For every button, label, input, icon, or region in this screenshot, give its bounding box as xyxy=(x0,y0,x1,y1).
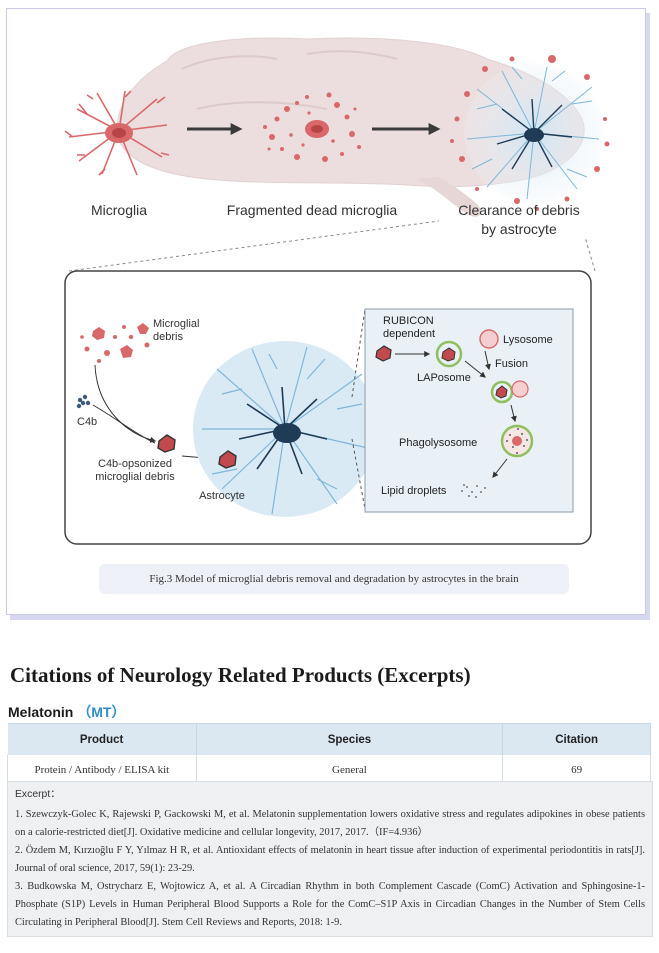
label-clearance-1: Clearance of debris xyxy=(458,202,579,218)
label-microglia: Microglia xyxy=(91,202,147,218)
zoom-line-right xyxy=(584,236,596,272)
fragmented-microglia xyxy=(263,92,361,162)
cell-species: General xyxy=(195,755,504,786)
excerpt-box: Excerpt： 1. Szewczyk-Golec K, Rajewski P… xyxy=(7,781,653,937)
opsonized-debris xyxy=(157,434,176,453)
label-microglial-debris-2: debris xyxy=(153,331,183,343)
label-clearance-2: by astrocyte xyxy=(481,221,557,237)
figure-caption-text: Fig.3 Model of microglial debris removal… xyxy=(149,573,519,585)
to-lipid-arrow xyxy=(492,458,508,478)
label-fragmented: Fragmented dead microglia xyxy=(227,202,398,218)
phagolysosome-icon xyxy=(500,424,534,458)
excerpt-item: 2. Özdem M, Kırzıoğlu F Y, Yılmaz H R, e… xyxy=(15,845,645,874)
label-astrocyte: Astrocyte xyxy=(199,490,245,502)
label-lipid-droplets: Lipid droplets xyxy=(381,485,447,497)
astrocyte-inset xyxy=(193,341,377,517)
label-phagolysosome: Phagolysosome xyxy=(399,437,477,449)
label-c4b: C4b xyxy=(77,416,97,428)
table-header-row: Product Species Citation xyxy=(7,723,651,755)
zoom-line-left xyxy=(68,220,440,272)
lipid-droplets-icon xyxy=(461,484,486,498)
laposome-arrow xyxy=(464,360,486,378)
header-citation: Citation xyxy=(502,723,651,755)
laposome-icon xyxy=(435,340,463,368)
product-heading: Melatonin （MT） xyxy=(8,702,125,722)
excerpt-item: 1. Szewczyk-Golec K, Rajewski P, Gackows… xyxy=(15,809,645,838)
to-phago-arrow xyxy=(510,404,517,423)
detail-debris xyxy=(375,345,392,362)
label-opsonized-1: C4b-opsonized xyxy=(98,458,172,470)
figure-card: Microglia Fragmented dead microglia Clea… xyxy=(6,8,646,615)
section-title: Citations of Neurology Related Products … xyxy=(10,663,471,687)
microglial-debris xyxy=(80,323,150,363)
label-rubicon-2: dependent xyxy=(383,328,435,340)
label-fusion: Fusion xyxy=(495,358,528,370)
astrocyte-top xyxy=(450,55,610,211)
label-laposome: LAPosome xyxy=(417,372,471,384)
product-abbr-close: ） xyxy=(111,704,126,720)
label-rubicon-1: RUBICON xyxy=(383,315,434,327)
product-name: Melatonin xyxy=(8,704,74,720)
figure-caption: Fig.3 Model of microglial debris removal… xyxy=(99,564,569,594)
detail-panel xyxy=(364,308,574,513)
header-product: Product xyxy=(7,723,197,755)
microglia-cell xyxy=(64,90,170,176)
header-species: Species xyxy=(196,723,504,755)
product-abbr-open: （ xyxy=(77,704,92,720)
fusing-vesicle-icon xyxy=(490,380,529,404)
detail-zoom-top xyxy=(351,308,366,398)
label-lysosome: Lysosome xyxy=(503,334,553,346)
excerpt-item: 3. Budkowska M, Ostrycharz E, Wojtowicz … xyxy=(15,881,645,928)
label-microglial-debris-1: Microglial xyxy=(153,318,199,330)
lysosome-icon xyxy=(479,329,499,349)
fusion-arrow xyxy=(484,350,491,371)
figure-illustration: Microglia Fragmented dead microglia Clea… xyxy=(64,37,610,545)
citation-table: Product Species Citation Protein / Antib… xyxy=(7,723,651,786)
c4b-arrow xyxy=(92,404,156,444)
product-abbr[interactable]: MT xyxy=(91,704,112,720)
c4b-icon xyxy=(76,394,91,409)
excerpt-label: Excerpt： xyxy=(15,789,61,800)
label-opsonized-2: microglial debris xyxy=(95,471,175,483)
